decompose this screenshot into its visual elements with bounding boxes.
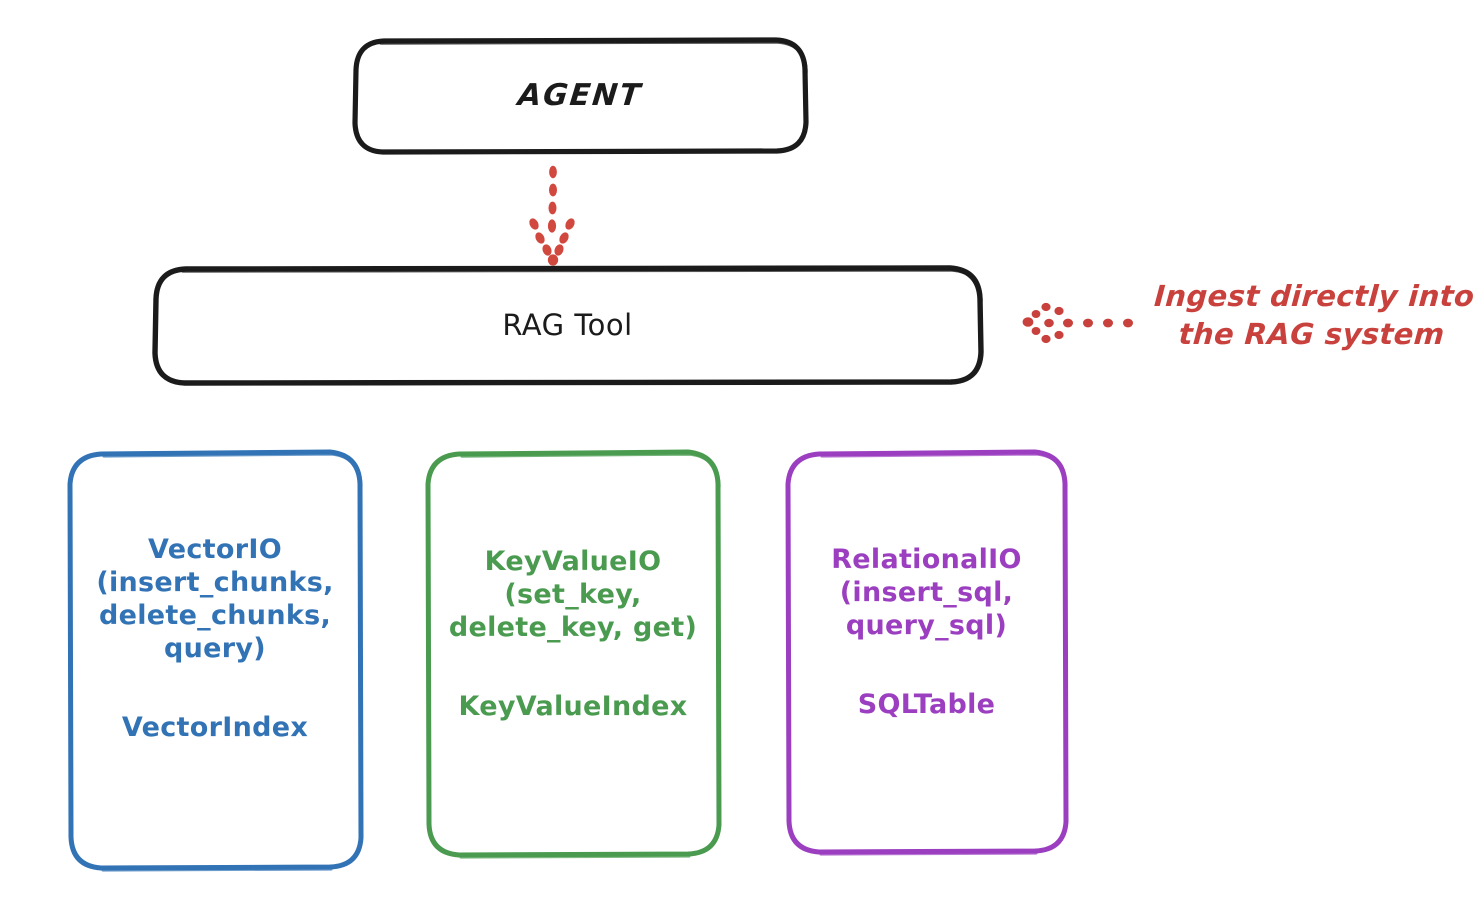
vector-io-box-sketch-overstroke xyxy=(102,452,363,488)
rag-tool-node[interactable]: RAG Tool xyxy=(155,268,980,383)
vector-io-box-sketch-overstroke-bottom xyxy=(101,867,333,872)
ingest-to-rag-connector xyxy=(1022,302,1133,344)
agent-label: AGENT xyxy=(516,77,644,113)
relational-io-box-sketch-overstroke xyxy=(820,452,1068,488)
relational-io-node[interactable]: RelationalIO (insert_sql, query_sql) SQL… xyxy=(788,452,1065,852)
key-value-io-box-sketch-overstroke xyxy=(460,452,721,488)
vector-index-label: VectorIndex xyxy=(121,711,309,743)
key-value-io-node[interactable]: KeyValueIO (set_key, delete_key, get) Ke… xyxy=(428,452,718,855)
rag-tool-label: RAG Tool xyxy=(502,307,633,342)
key-value-io-box-sketch-overstroke-bottom xyxy=(459,854,691,859)
agent-to-rag-connector xyxy=(529,165,575,266)
ingest-annotation-text: Ingest directly into the RAG system xyxy=(1153,279,1476,351)
relational-io-title: RelationalIO (insert_sql, query_sql) xyxy=(831,544,1022,641)
key-value-io-title: KeyValueIO (set_key, delete_key, get) xyxy=(448,546,698,643)
agent-box-sketch-overstroke xyxy=(379,40,808,74)
sql-table-label: SQLTable xyxy=(857,688,996,720)
rag-tool-box-sketch-overstroke xyxy=(181,268,983,303)
agent-node[interactable]: AGENT xyxy=(355,40,805,152)
relational-io-box-sketch-overstroke-bottom xyxy=(819,851,1038,856)
key-value-index-label: KeyValueIndex xyxy=(458,690,688,722)
vector-io-title: VectorIO (insert_chunks, delete_chunks, … xyxy=(96,534,334,664)
vector-io-node[interactable]: VectorIO (insert_chunks, delete_chunks, … xyxy=(70,452,360,868)
